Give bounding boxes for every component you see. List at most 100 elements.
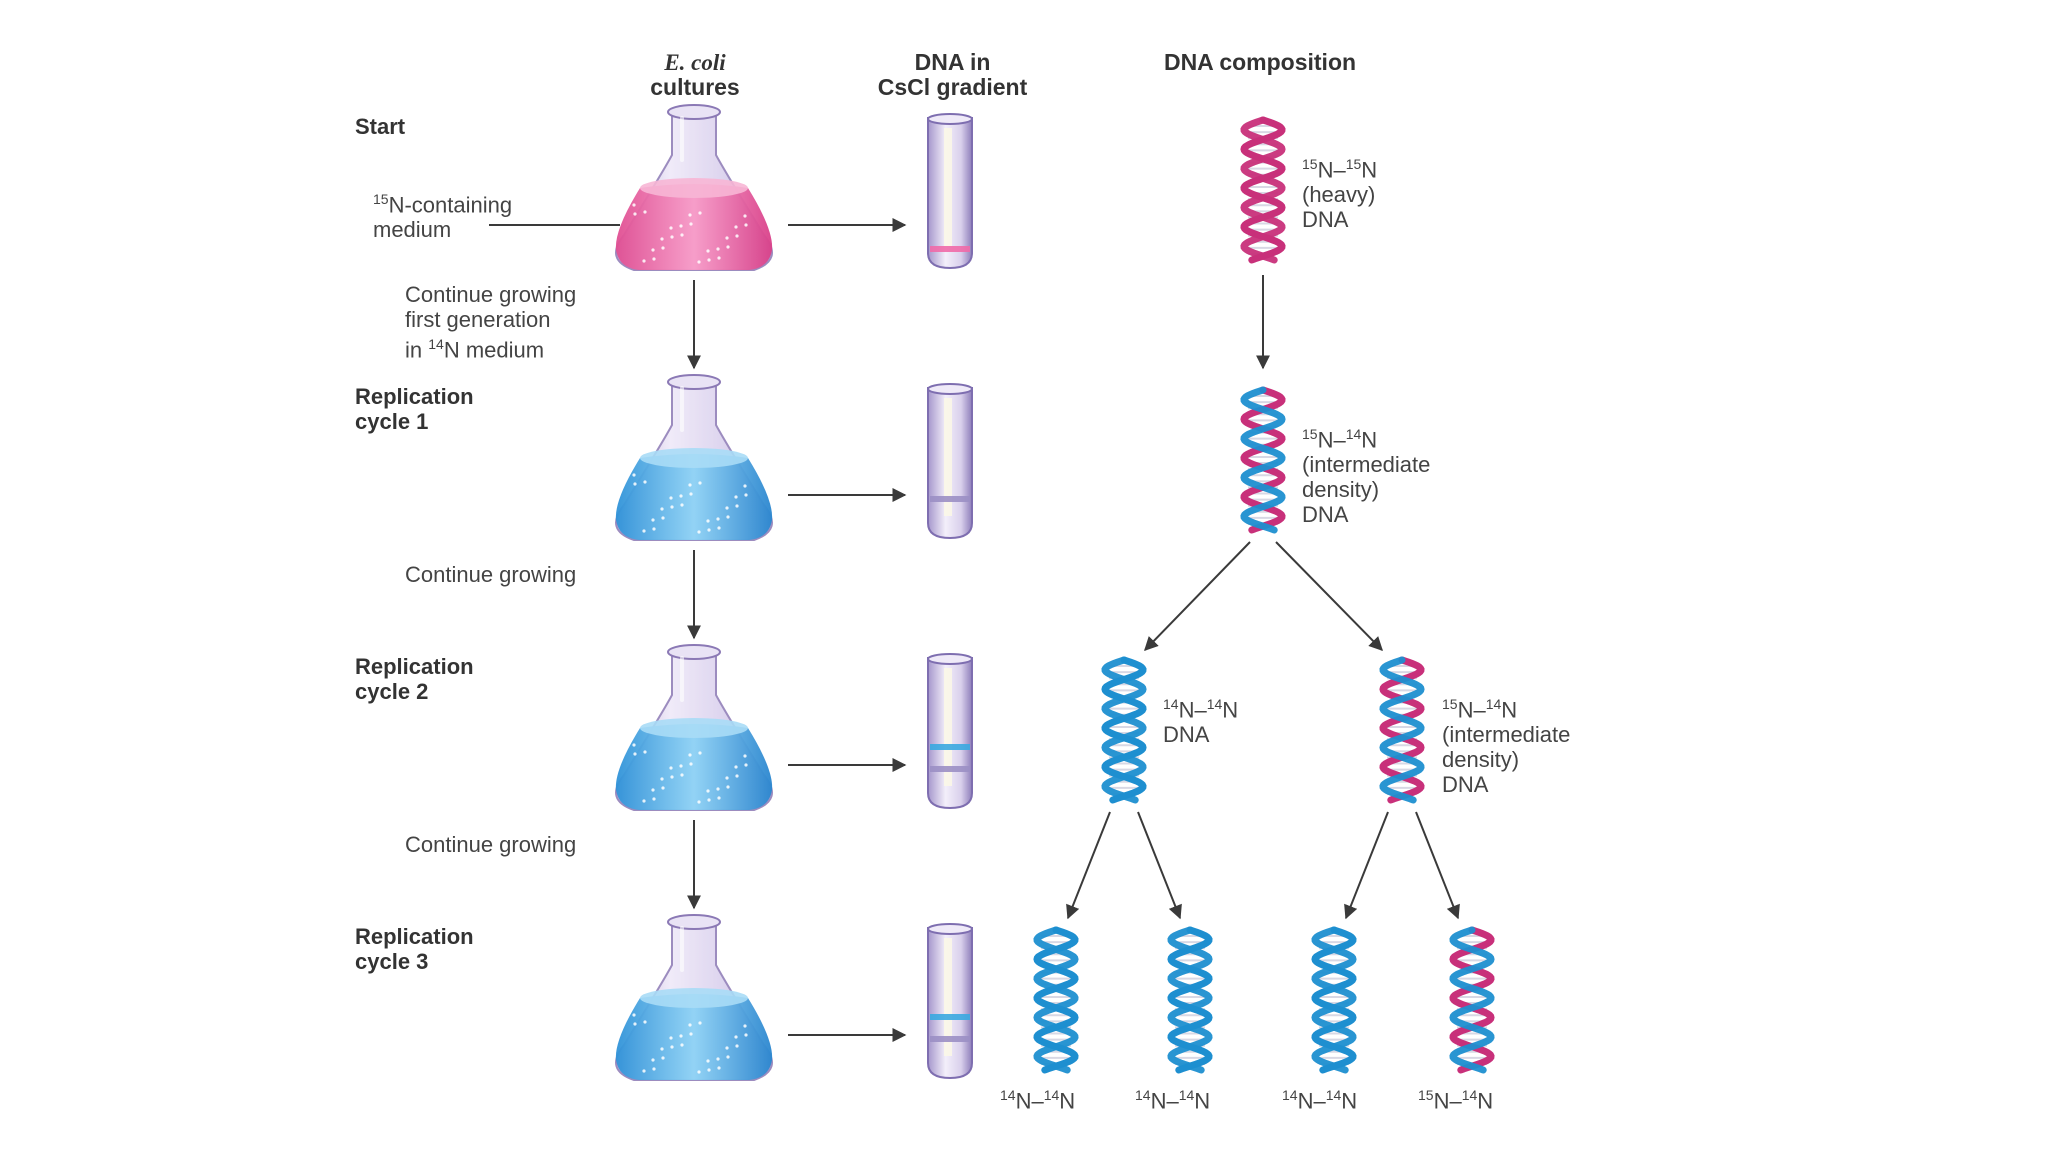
header-dna-composition: DNA composition xyxy=(1163,49,1357,75)
flask-2-cell-21 xyxy=(652,527,656,531)
flask-2-cell-8 xyxy=(651,518,655,522)
tube-2 xyxy=(927,383,973,540)
dna-helix-cycle3-1-strand-b xyxy=(1033,926,1079,1074)
dna-helix-cycle1 xyxy=(1240,386,1286,534)
flask-1-cell-25 xyxy=(680,233,684,237)
flask-1-cell-2 xyxy=(669,226,673,230)
dna-helix-heavy-strand-b xyxy=(1240,116,1286,264)
flask-1-cell-18 xyxy=(661,246,665,250)
flask-1-cell-7 xyxy=(734,225,738,229)
flask-3-cell-8 xyxy=(651,788,655,792)
flask-3-cell-10 xyxy=(725,776,729,780)
flask-4-rim xyxy=(667,914,721,930)
tube-2-rim xyxy=(927,383,973,395)
flask-3-cell-1 xyxy=(632,743,636,747)
arrow-c2l-1 xyxy=(1066,811,1111,920)
tube-4-band-2 xyxy=(930,1036,970,1042)
flask-3-cell-12 xyxy=(679,764,683,768)
flask-1-cell-4 xyxy=(743,214,747,218)
flask-2-cell-14 xyxy=(633,482,637,486)
arrow-cycle1-left xyxy=(1144,541,1251,652)
flask-3 xyxy=(615,644,773,811)
flask-4-cell-10 xyxy=(725,1046,729,1050)
flask-2-cell-6 xyxy=(697,530,701,534)
flask-3-cell-17 xyxy=(744,763,748,767)
stage-start: Start xyxy=(355,114,406,139)
flask-2-cell-20 xyxy=(735,504,739,508)
flask-1-cell-26 xyxy=(717,256,721,260)
flask-1-rim xyxy=(667,104,721,120)
flask-1-cell-15 xyxy=(670,235,674,239)
flask-3-cell-19 xyxy=(698,751,702,755)
arrow-c2l-2 xyxy=(1137,811,1182,920)
header-ecoli-italic: E. coli xyxy=(664,50,726,75)
dna-label-bottom-2: 14N–14N xyxy=(1135,1087,1211,1114)
flask-3-cell-16 xyxy=(707,798,711,802)
flask-3-cell-14 xyxy=(633,752,637,756)
flask-2-cell-18 xyxy=(661,516,665,520)
flask-4-cell-16 xyxy=(707,1068,711,1072)
flask-2-cell-5 xyxy=(660,507,664,511)
flask-3-cell-7 xyxy=(734,765,738,769)
tube-4-gradient xyxy=(944,938,952,1056)
tube-3-band-1 xyxy=(930,744,970,750)
tube-3 xyxy=(927,653,973,810)
flask-2-cell-13 xyxy=(716,517,720,521)
flask-3-cell-24 xyxy=(643,750,647,754)
stage-cycle-1: Replication cycle 1 xyxy=(355,384,474,434)
flask-4-cell-11 xyxy=(642,1069,646,1073)
flask-3-cell-11 xyxy=(642,799,646,803)
flask-2-cell-7 xyxy=(734,495,738,499)
flask-3-cell-26 xyxy=(717,796,721,800)
flask-2-cell-11 xyxy=(642,529,646,533)
medium-label: 15N-containing medium xyxy=(373,191,513,243)
flask-1-cell-1 xyxy=(632,203,636,207)
helix-group xyxy=(1033,116,1495,1074)
tube-1-rim xyxy=(927,113,973,125)
flask-3-cell-9 xyxy=(688,753,692,757)
flask-3-medium xyxy=(615,724,773,810)
dna-label-intermediate-1: 15N–14N (intermediate density) DNA xyxy=(1302,426,1431,528)
flask-3-surface xyxy=(640,718,748,738)
flask-3-rim xyxy=(667,644,721,660)
dna-helix-cycle3-1 xyxy=(1033,926,1079,1074)
flask-1-cell-6 xyxy=(697,260,701,264)
tube-1 xyxy=(927,113,973,270)
flask-2-cell-25 xyxy=(680,503,684,507)
flask-1-cell-19 xyxy=(698,211,702,215)
flask-1-cell-20 xyxy=(735,234,739,238)
arrow-c2r-1 xyxy=(1344,811,1389,920)
tube-3-gradient xyxy=(944,668,952,786)
flask-1-medium xyxy=(615,184,773,270)
flask-2-medium xyxy=(615,454,773,540)
header-dna-gradient-line1: DNA in xyxy=(914,49,991,75)
flask-1-cell-9 xyxy=(688,213,692,217)
flask-2-cell-15 xyxy=(670,505,674,509)
dna-label-heavy: 15N–15N (heavy) DNA xyxy=(1302,156,1378,233)
flask-2-rim xyxy=(667,374,721,390)
flask-2 xyxy=(615,374,773,541)
tube-4 xyxy=(927,923,973,1080)
flask-2-cell-16 xyxy=(707,528,711,532)
flask-1-cell-10 xyxy=(725,236,729,240)
tube-group xyxy=(927,113,973,1080)
arrow-group xyxy=(489,218,1460,1042)
flask-3-cell-2 xyxy=(669,766,673,770)
flask-3-cell-23 xyxy=(726,785,730,789)
dna-helix-cycle3-3-strand-b xyxy=(1311,926,1357,1074)
flask-3-cell-6 xyxy=(697,800,701,804)
flask-4-cell-22 xyxy=(689,1032,693,1036)
tube-2-band-1 xyxy=(930,496,970,502)
flask-4-cell-23 xyxy=(726,1055,730,1059)
flask-1-cell-23 xyxy=(726,245,730,249)
stage-cycle-2: Replication cycle 2 xyxy=(355,654,474,704)
tube-3-rim xyxy=(927,653,973,665)
flask-3-cell-25 xyxy=(680,773,684,777)
flask-4-cell-8 xyxy=(651,1058,655,1062)
flask-4-cell-25 xyxy=(680,1043,684,1047)
flask-4-cell-5 xyxy=(660,1047,664,1051)
flask-4-medium xyxy=(615,994,773,1080)
dna-helix-cycle3-2-strand-b xyxy=(1167,926,1213,1074)
flask-1-cell-14 xyxy=(633,212,637,216)
